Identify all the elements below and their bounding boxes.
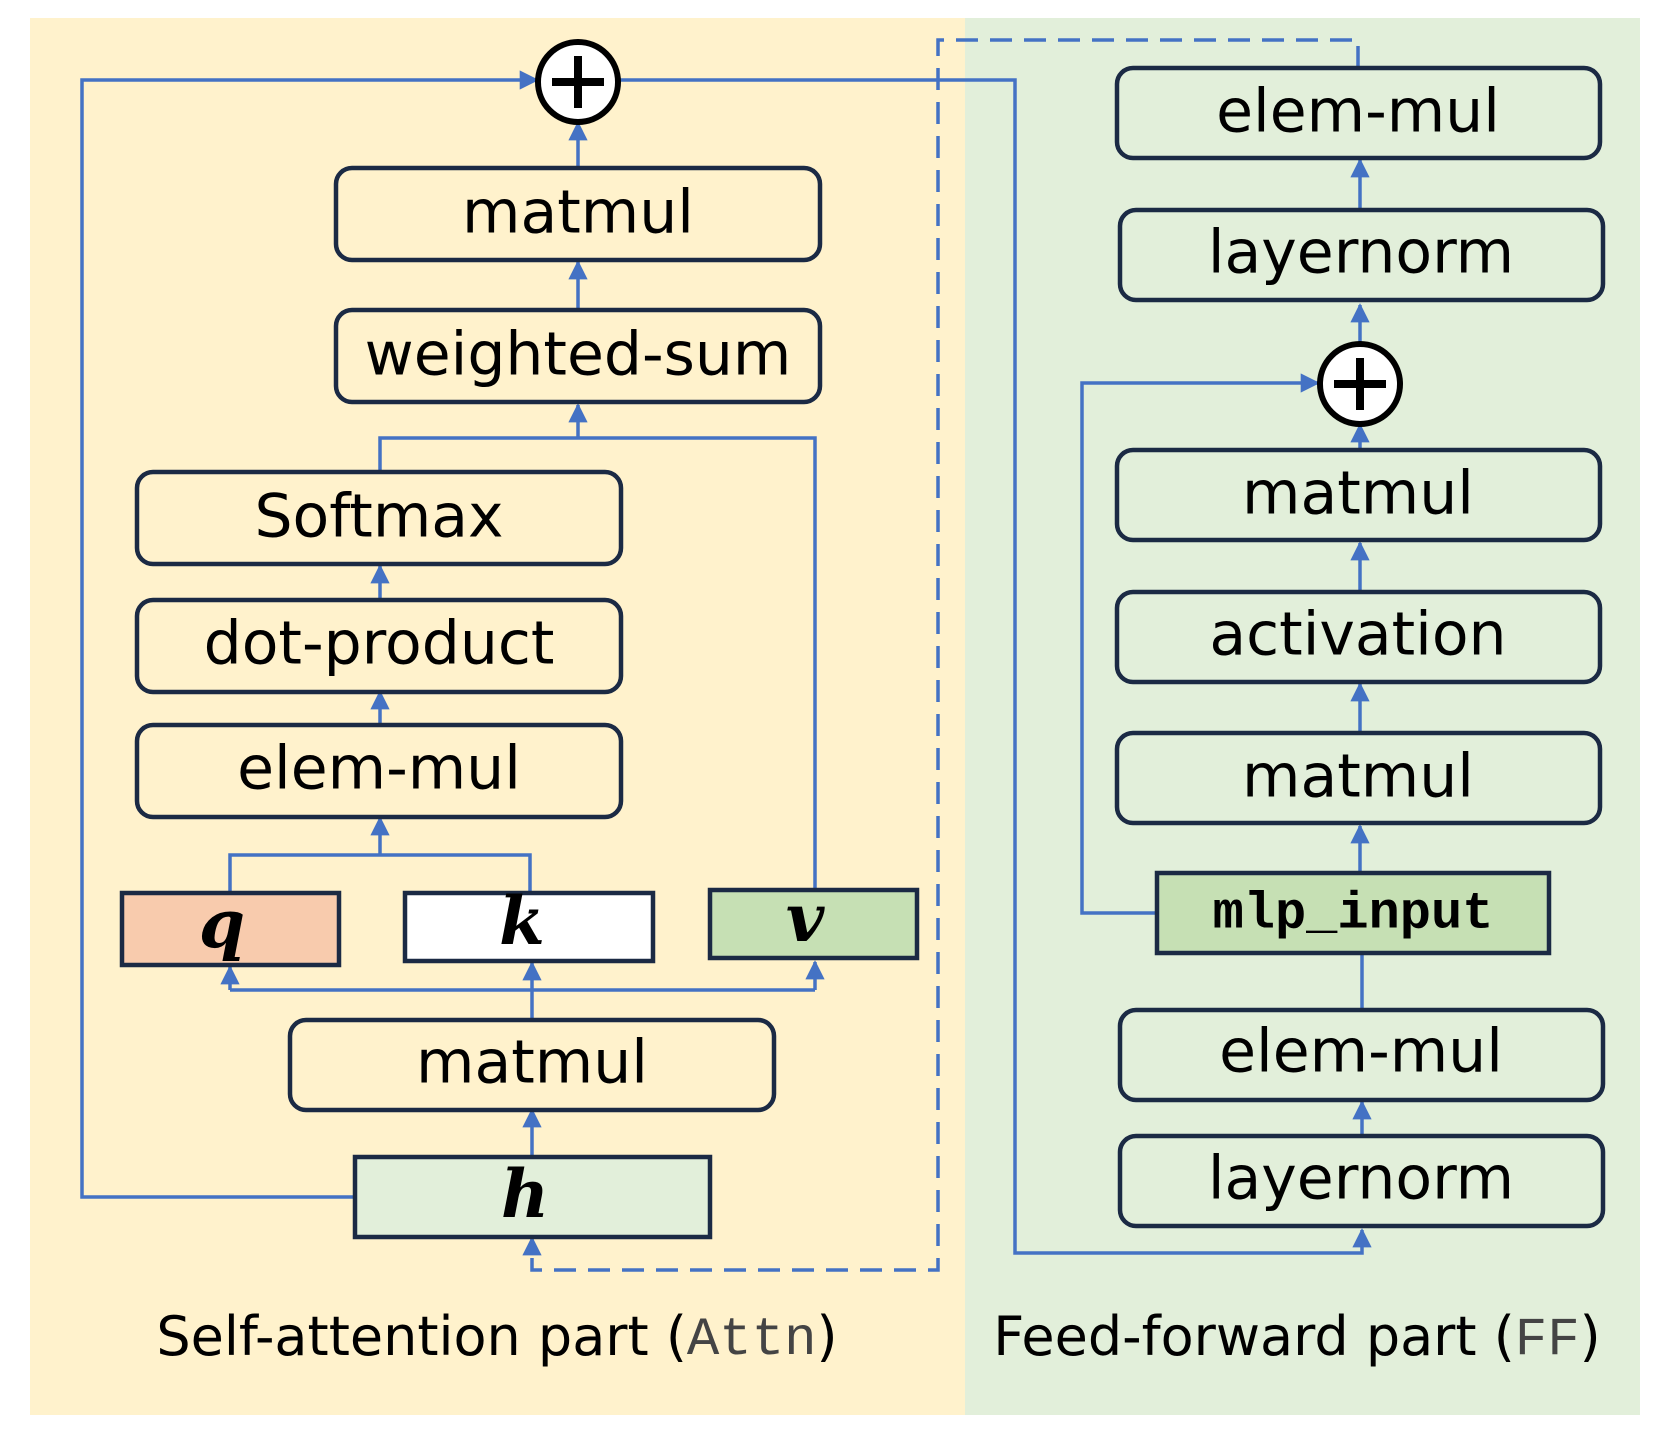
mlp-input-label: mlp_input [1213,885,1494,944]
ff-edges [522,38,1372,1272]
ff-matmul-upper-box [1114,447,1603,543]
ff-caption: Feed-forward part (FF) [993,1305,1600,1372]
softmax-box [134,469,624,567]
ff-elem-mul-top-label: elem-mul [1216,77,1500,147]
ff-nodes: elem-mul layernorm matmul activation mat… [1114,65,1606,1229]
weighted-sum-box [333,307,823,405]
q-box [119,890,342,968]
attn-elem-mul-label: elem-mul [237,734,521,804]
attn-matmul-bottom-label: matmul [416,1028,648,1098]
attn-matmul-top-box [333,165,823,263]
ff-caption-close: ) [1580,1305,1601,1368]
dot-product-box [134,597,624,695]
edge-mlp-residual [1080,373,1320,915]
attn-edges [80,70,825,1199]
attn-nodes: matmul weighted-sum Softmax dot-product … [119,39,920,1240]
ff-elem-mul-bottom-label: elem-mul [1219,1017,1503,1087]
h-box [352,1154,713,1240]
q-label: q [199,885,245,963]
edge-attn-to-ff [618,78,1372,1255]
ff-matmul-lower-box [1114,730,1603,826]
attn-caption-code: Attn [687,1310,817,1371]
edge-loop-back-dashed [522,38,1360,1272]
ff-caption-code: FF [1515,1310,1580,1371]
k-box [402,890,656,964]
activation-box [1114,589,1603,685]
weighted-sum-label: weighted-sum [365,320,792,390]
ff-layernorm-top-box [1117,207,1606,303]
attn-caption: Self-attention part (Attn) [156,1305,837,1372]
dot-product-label: dot-product [204,609,555,679]
ff-circle-plus-icon [1317,341,1403,427]
ff-elem-mul-bottom-box [1117,1007,1606,1103]
k-label: k [499,882,545,960]
mlp-input-box [1154,870,1552,956]
attn-caption-text: Self-attention part ( [156,1305,687,1368]
ff-matmul-upper-label: matmul [1242,459,1474,529]
attn-elem-mul-box [134,722,624,820]
v-label: v [786,879,825,957]
h-label: h [501,1155,549,1233]
ff-layernorm-bottom-label: layernorm [1208,1144,1514,1214]
ff-layernorm-top-label: layernorm [1208,218,1514,288]
ff-elem-mul-top-box [1114,65,1603,161]
ff-layernorm-bottom-box [1117,1133,1606,1229]
attn-matmul-top-label: matmul [462,178,694,248]
ff-matmul-lower-label: matmul [1242,742,1474,812]
activation-label: activation [1209,600,1506,670]
attn-matmul-bottom-box [287,1017,777,1113]
softmax-label: Softmax [254,482,503,552]
attn-caption-close: ) [817,1305,838,1368]
edge-softmax-merge [378,436,817,890]
edge-h-residual [80,70,539,1199]
attn-circle-plus-icon [535,39,621,125]
ff-caption-text: Feed-forward part ( [993,1305,1515,1368]
v-box [707,887,920,961]
